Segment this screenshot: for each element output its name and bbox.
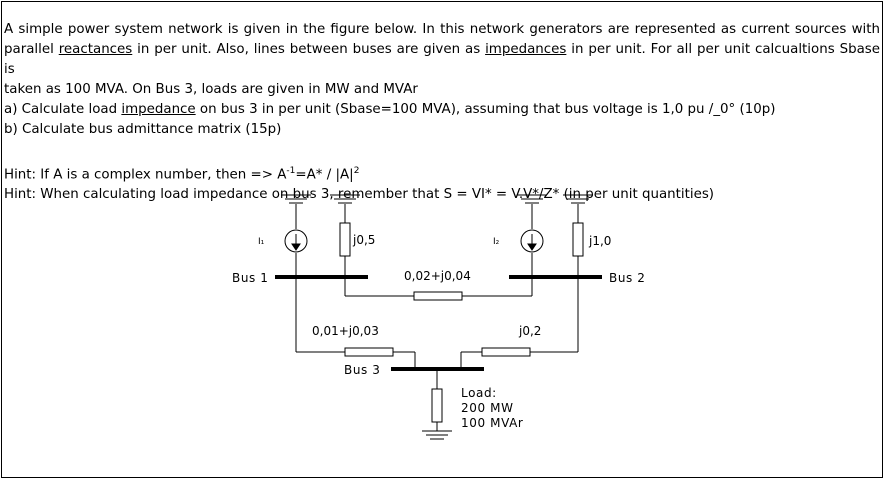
reactance-2 xyxy=(572,222,584,257)
ground-symbol xyxy=(422,430,452,440)
label-z23: j0,2 xyxy=(518,324,541,338)
label-z12: 0,02+j0,04 xyxy=(404,269,471,283)
label-x-gen2: j1,0 xyxy=(588,234,611,248)
bus-bar-2 xyxy=(509,275,602,279)
superscript: 2 xyxy=(353,166,360,176)
label-load-title: Load: xyxy=(461,386,497,400)
text-run: a) Calculate load xyxy=(4,102,122,117)
label-I1: I₁ xyxy=(258,237,265,247)
current-source-2 xyxy=(520,229,544,253)
text-run: Hint: If A is a complex number, then => … xyxy=(4,167,287,183)
impedance-line-23 xyxy=(481,347,531,357)
reactance-1 xyxy=(339,222,351,257)
current-source-1 xyxy=(284,229,308,253)
arrow-down-icon xyxy=(291,243,301,251)
ground-symbol xyxy=(330,194,360,213)
text-run: in per unit. For all per unit calcualtio… xyxy=(4,42,880,77)
problem-line-3: taken as 100 MVA. On Bus 3, loads are gi… xyxy=(4,82,418,97)
text-run: =A* / |A| xyxy=(295,167,354,183)
problem-text: A simple power system network is given i… xyxy=(4,20,880,205)
ground-symbol xyxy=(281,194,311,213)
impedance-line-12 xyxy=(413,291,463,301)
label-bus-2: Bus 2 xyxy=(609,271,646,285)
label-load-q: 100 MVAr xyxy=(461,416,523,430)
text-run: parallel xyxy=(4,42,59,57)
underlined-term-reactances: reactances xyxy=(58,42,133,57)
ground-symbol xyxy=(563,194,593,213)
problem-line-2: parallel reactances in per unit. Also, l… xyxy=(4,40,880,80)
hint-1: Hint: If A is a complex number, then => … xyxy=(4,161,880,185)
text-run: on bus 3 in per unit (Sbase=100 MVA), as… xyxy=(195,102,776,117)
load-impedance xyxy=(431,388,443,423)
ground-symbol xyxy=(517,194,547,213)
bus-bar-1 xyxy=(275,275,368,279)
text-run: in per unit. Also, lines between buses a… xyxy=(132,42,486,57)
problem-line-1: A simple power system network is given i… xyxy=(4,22,880,37)
question-b: b) Calculate bus admittance matrix (15p) xyxy=(4,122,282,137)
bus-bar-3 xyxy=(391,367,484,371)
question-a: a) Calculate load impedance on bus 3 in … xyxy=(4,100,880,120)
underlined-term-impedances: impedances xyxy=(485,42,567,57)
arrow-down-icon xyxy=(527,243,537,251)
underlined-term-impedance: impedance xyxy=(121,102,196,117)
label-bus-3: Bus 3 xyxy=(344,363,381,377)
label-I2: I₂ xyxy=(493,237,500,247)
impedance-line-13 xyxy=(344,347,394,357)
superscript: -1 xyxy=(286,166,296,176)
label-x-gen1: j0,5 xyxy=(352,233,375,247)
label-load-p: 200 MW xyxy=(461,401,514,415)
label-bus-1: Bus 1 xyxy=(232,271,269,285)
label-z13: 0,01+j0,03 xyxy=(312,324,379,338)
